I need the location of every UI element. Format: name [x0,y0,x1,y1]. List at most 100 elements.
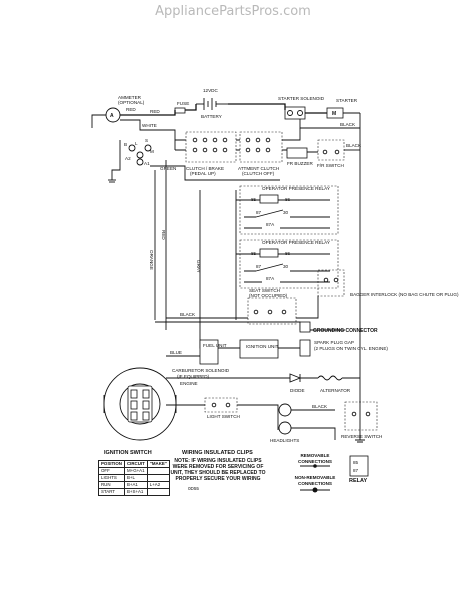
relay-1-30: 30 [283,210,289,215]
carburetor-solenoid-symbol [199,339,219,365]
table-row: OFF M+G+A1 [98,467,170,475]
light-switch-label: LIGHT SWITCH [207,414,240,419]
white-wire-label: WHITE [142,123,157,128]
table-cell: LIGHTS [98,474,125,482]
table-cell [146,488,170,496]
seat-switch-box [247,297,297,325]
spark-plug-gap-label: SPARK PLUG GAP [314,340,354,345]
blue-wire-label: BLUE [170,350,182,355]
table-cell: B+S+A1 [123,488,148,496]
relay-1-87: 87 [256,210,262,215]
bagger-interlock-label: BAGGER INTERLOCK (NO BAG CHUTE OR PLUG) [350,292,459,297]
relay-2-87a: 87A [266,276,275,281]
relay-legend-87: 87 [353,468,359,473]
wiring-clips-note: NOTE: IF WIRING INSULATED CLIPS WERE REM… [170,458,266,482]
diagram-code: 0D55 [188,486,199,491]
headlights-label: HEADLIGHTS [270,438,299,443]
relay-2-87: 87 [256,264,262,269]
attachment-clutch-switch-box [239,131,283,163]
ignition-switch-title: IGNITION SWITCH [104,450,152,456]
table-cell: START [98,488,125,496]
relay-1-85: 85 [251,197,257,202]
table-header-cell: "MAKE" [146,460,170,468]
starter-solenoid-label: STARTER SOLENOID [278,96,325,101]
engine-label: ENGINE [180,381,198,386]
svg-text:S: S [145,138,148,143]
ammeter-a-glyph: A [110,113,114,119]
fr-switch-box [317,139,345,161]
if-equipped-label: (IF EQUIPPED) [177,374,210,379]
relay-2-coil [259,248,279,258]
light-switch-box [204,397,238,413]
fr-switch-label: F/R SWITCH [317,163,344,168]
clutch-brake-switch-box [185,131,237,163]
table-row: START B+S+A1 [98,488,170,496]
pedal-up-label: (PEDAL UP) [190,171,216,176]
fr-buzzer-label: FR BUZZER [287,161,313,166]
black-wire-label-mid: BLACK [180,312,196,317]
relay-2-85: 85 [251,251,257,256]
grounding-connector-symbol [299,321,311,333]
table-cell: M+G+A1 [123,467,148,475]
table-cell: RUN [98,481,125,489]
svg-text:B: B [124,142,127,147]
reverse-switch-box [344,401,378,431]
relay-legend-85: 85 [353,460,359,465]
orange-wire-label: ORANGE [149,250,154,270]
wiring-clips-title: WIRING INSULATED CLIPS [182,450,253,456]
table-row: LIGHTS B+L [98,474,170,482]
clutch-brake-label: CLUTCH / BRAKE [186,166,224,171]
table-cell: B+A1 [123,481,148,489]
alternator-label: ALTERNATOR [320,388,351,393]
relay-1-86: 86 [285,197,291,202]
spark-plug-note-label: (2 PLUGS ON TWIN CYL. ENGINE) [314,346,388,351]
non-removable-connections-label: NON-REMOVABLE CONNECTIONS [294,475,336,486]
black-wire-label-top: BLACK [340,122,356,127]
table-cell: L+A2 [146,481,170,489]
battery-voltage-label: 12VDC [203,88,218,93]
ignition-switch-table: POSITION CIRCUIT "MAKE" OFF M+G+A1 LIGHT… [98,460,170,496]
operator-presence-relay-2-box [239,239,339,289]
battery-symbol [196,98,228,110]
relay-legend-symbol [349,455,369,477]
svg-text:A2: A2 [125,156,131,161]
seat-switch-label: SEAT SWITCH [249,288,280,293]
relay-2-30: 30 [283,264,289,269]
red-wire-label-top2: RED [150,109,160,114]
svg-text:A1: A1 [144,161,150,166]
attachment-clutch-label: ATTMENT CLUTCH [238,166,279,171]
removable-connections-label: REMOVABLE CONNECTIONS [298,453,332,464]
clutch-off-label: (CLUTCH OFF) [242,171,275,176]
operator-presence-relay-2-label: OPERATOR PRESENCE RELAY [262,240,330,245]
not-occupied-label: (NOT OCCUPIED) [249,293,288,298]
alternator-coil [317,375,343,381]
ammeter-optional-label: (OPTIONAL) [118,100,145,105]
ignition-key-switch-symbol [103,367,177,441]
fuel-unit-label: FUEL UNIT [203,343,227,348]
operator-presence-relay-1-label: OPERATOR PRESENCE RELAY [262,186,330,191]
bagger-interlock-box [317,269,345,297]
red-wire-label-top: RED [126,107,136,112]
relay-1-87a: 87A [266,222,275,227]
starter-label: STARTER [336,98,358,103]
battery-label: BATTERY [201,114,222,119]
fuse-label: FUSE [177,101,189,106]
table-cell [146,474,170,482]
green-wire-label: GREEN [160,166,176,171]
headlight-1 [278,403,292,417]
diode-symbol [289,373,302,383]
carburetor-solenoid-label: CARBURETOR SOLENOID [172,368,230,373]
relay-legend-label: RELAY [349,478,368,484]
ignition-switch-symbol: L S M A1 A2 B [108,138,154,183]
table-cell [146,467,170,475]
headlight-2 [278,421,292,435]
fuse-symbol [174,107,186,114]
black-wire-label-bottom: BLACK [312,404,328,409]
ammeter-label: AMMETER [118,95,142,100]
fr-buzzer-symbol [286,147,308,159]
reverse-switch-label: REVERSE SWITCH [341,434,382,439]
relay-1-coil [259,194,279,204]
svg-text:L: L [135,141,138,146]
black-wire-label-fr: BLACK [346,143,362,148]
